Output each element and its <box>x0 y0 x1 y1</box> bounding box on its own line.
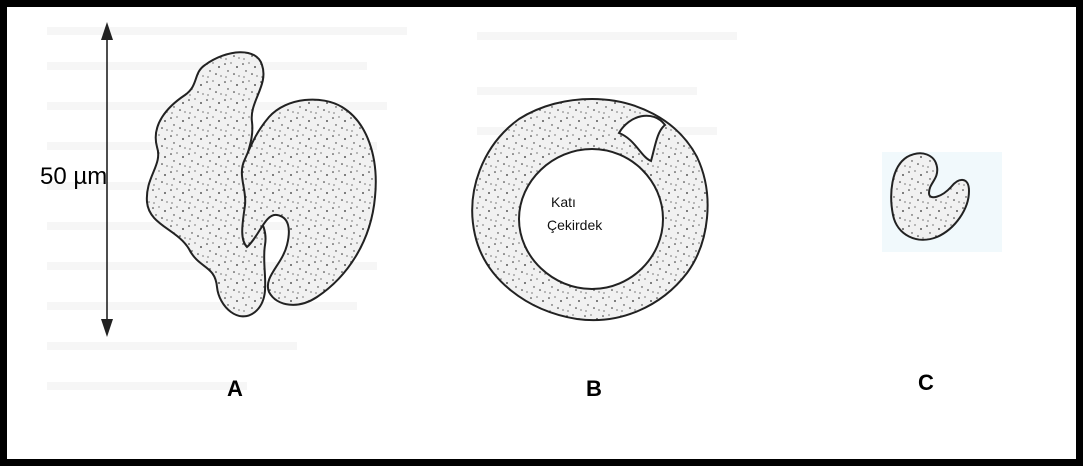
core-label-line1: Katı <box>551 195 576 209</box>
scale-arrow-down-icon <box>101 319 113 337</box>
panel-label-a: A <box>227 378 243 400</box>
particle-diagram <box>7 7 1076 459</box>
particle-a <box>147 52 376 316</box>
particle-b-shell <box>472 99 707 320</box>
panel-label-b: B <box>586 378 602 400</box>
core-label-line2: Çekirdek <box>547 218 602 232</box>
particle-b <box>472 99 707 320</box>
panel-label-c: C <box>918 372 934 394</box>
scale-label: 50 µm <box>40 165 107 189</box>
